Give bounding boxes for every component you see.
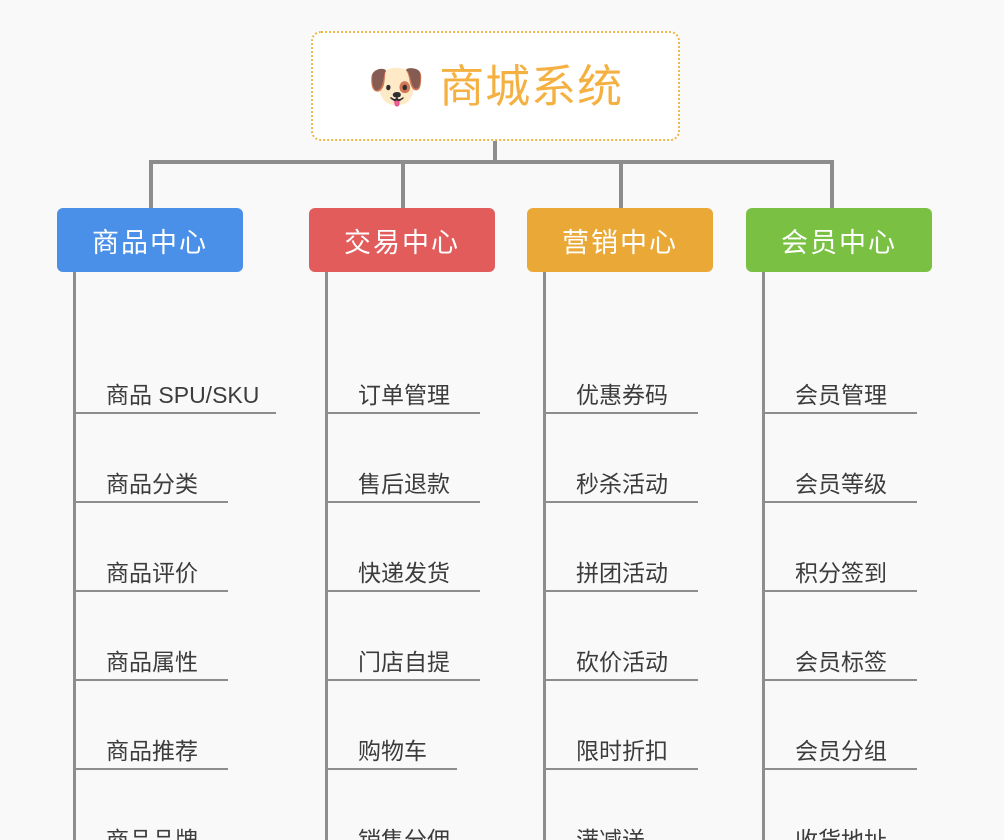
leaf-label: 收货地址 (795, 826, 887, 840)
leaf-underline (76, 501, 228, 503)
leaf-item[interactable]: 商品品牌 (76, 770, 287, 840)
leaf-item[interactable]: 会员分组 (765, 681, 932, 770)
connector-drop-product-center (149, 160, 153, 208)
leaf-label: 积分签到 (795, 559, 887, 586)
branch-marketing-center: 营销中心 优惠券码 秒杀活动 拼团活动 砍价活动 限时折扣 (527, 208, 713, 840)
leaf-item[interactable]: 会员标签 (765, 592, 932, 681)
leaf-list-member-center: 会员管理 会员等级 积分签到 会员标签 会员分组 收货地址 (762, 272, 932, 840)
leaf-list-trade-center: 订单管理 售后退款 快递发货 门店自提 购物车 销售分佣 (325, 272, 495, 840)
leaf-label: 销售分佣 (358, 826, 450, 840)
leaf-label: 商品分类 (106, 470, 198, 497)
leaf-underline (765, 590, 917, 592)
leaf-underline (546, 501, 698, 503)
connector-drop-member-center (830, 160, 834, 208)
leaf-label: 商品 SPU/SKU (106, 381, 260, 408)
leaf-item[interactable]: 订单管理 (328, 344, 495, 414)
leaf-label: 会员分组 (795, 737, 887, 764)
leaf-underline (328, 501, 480, 503)
leaf-label: 优惠券码 (576, 381, 668, 408)
leaf-label: 门店自提 (358, 648, 450, 675)
leaf-item[interactable]: 砍价活动 (546, 592, 713, 681)
leaf-label: 秒杀活动 (576, 470, 668, 497)
leaf-label: 满减送 (576, 826, 645, 840)
category-box-marketing-center[interactable]: 营销中心 (527, 208, 713, 272)
leaf-item[interactable]: 收货地址 (765, 770, 932, 840)
leaf-label: 购物车 (358, 737, 427, 764)
leaf-label: 商品属性 (106, 648, 198, 675)
leaf-underline (765, 412, 917, 414)
leaf-label: 限时折扣 (576, 737, 668, 764)
leaf-list-marketing-center: 优惠券码 秒杀活动 拼团活动 砍价活动 限时折扣 满减送 (543, 272, 713, 840)
root-node-title: 商城系统 (439, 60, 624, 112)
leaf-item[interactable]: 商品推荐 (76, 681, 287, 770)
leaf-underline (765, 679, 917, 681)
leaf-item[interactable]: 秒杀活动 (546, 414, 713, 503)
leaf-label: 会员标签 (795, 648, 887, 675)
leaf-label: 会员等级 (795, 470, 887, 497)
leaf-underline (76, 679, 228, 681)
leaf-underline (546, 679, 698, 681)
leaf-item[interactable]: 满减送 (546, 770, 713, 840)
leaf-item[interactable]: 销售分佣 (328, 770, 495, 840)
connector-horizontal-bus (149, 160, 833, 164)
leaf-underline (546, 768, 698, 770)
connector-root-stem (493, 141, 497, 163)
category-label: 交易中心 (344, 227, 460, 258)
leaf-underline (328, 590, 480, 592)
leaf-item[interactable]: 售后退款 (328, 414, 495, 503)
leaf-label: 会员管理 (795, 381, 887, 408)
category-box-member-center[interactable]: 会员中心 (746, 208, 932, 272)
leaf-label: 拼团活动 (576, 559, 668, 586)
leaf-item[interactable]: 限时折扣 (546, 681, 713, 770)
leaf-item[interactable]: 优惠券码 (546, 344, 713, 414)
leaf-item[interactable]: 商品分类 (76, 414, 287, 503)
leaf-underline (546, 412, 698, 414)
leaf-underline (328, 679, 480, 681)
leaf-label: 售后退款 (358, 470, 450, 497)
branch-trade-center: 交易中心 订单管理 售后退款 快递发货 门店自提 购物车 (309, 208, 495, 840)
leaf-list-product-center: 商品 SPU/SKU 商品分类 商品评价 商品属性 商品推荐 商品品牌 (73, 272, 287, 840)
category-label: 商品中心 (92, 227, 208, 258)
leaf-label: 快递发货 (358, 559, 450, 586)
leaf-underline (76, 768, 228, 770)
connector-drop-marketing-center (619, 160, 623, 208)
leaf-item[interactable]: 购物车 (328, 681, 495, 770)
category-box-trade-center[interactable]: 交易中心 (309, 208, 495, 272)
leaf-underline (76, 412, 276, 414)
leaf-item[interactable]: 商品 SPU/SKU (76, 344, 287, 414)
leaf-underline (76, 590, 228, 592)
connector-drop-trade-center (401, 160, 405, 208)
category-box-product-center[interactable]: 商品中心 (57, 208, 243, 272)
leaf-item[interactable]: 拼团活动 (546, 503, 713, 592)
leaf-underline (546, 590, 698, 592)
leaf-item[interactable]: 门店自提 (328, 592, 495, 681)
root-node-mall-system[interactable]: 🐶 商城系统 (311, 31, 680, 141)
leaf-underline (328, 768, 457, 770)
leaf-item[interactable]: 快递发货 (328, 503, 495, 592)
branch-product-center: 商品中心 商品 SPU/SKU 商品分类 商品评价 商品属性 商品推荐 (57, 208, 287, 840)
leaf-item[interactable]: 商品评价 (76, 503, 287, 592)
leaf-item[interactable]: 会员管理 (765, 344, 932, 414)
leaf-label: 砍价活动 (576, 648, 668, 675)
leaf-item[interactable]: 积分签到 (765, 503, 932, 592)
leaf-underline (765, 501, 917, 503)
leaf-underline (328, 412, 480, 414)
category-label: 会员中心 (781, 227, 897, 258)
leaf-underline (765, 768, 917, 770)
leaf-item[interactable]: 会员等级 (765, 414, 932, 503)
leaf-label: 订单管理 (358, 381, 450, 408)
shiba-dog-face-icon: 🐶 (367, 59, 426, 113)
leaf-label: 商品评价 (106, 559, 198, 586)
category-label: 营销中心 (562, 227, 678, 258)
leaf-label: 商品推荐 (106, 737, 198, 764)
leaf-label: 商品品牌 (106, 826, 198, 840)
leaf-item[interactable]: 商品属性 (76, 592, 287, 681)
branch-member-center: 会员中心 会员管理 会员等级 积分签到 会员标签 会员分组 (746, 208, 932, 840)
